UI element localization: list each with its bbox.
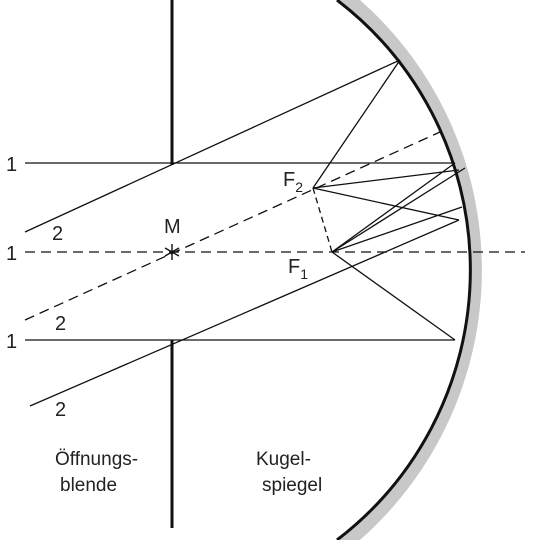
label-ray-2-middle: 2 — [55, 313, 66, 335]
ray-reflected-lower — [331, 167, 466, 253]
spherical-mirror-body — [337, 0, 482, 540]
ray-2-middle-reflected — [312, 169, 460, 189]
ray-2-middle-dashed — [24, 131, 441, 321]
ray-1-top-reflected — [331, 162, 456, 253]
oblique-rays — [24, 59, 460, 407]
label-ray-1-axis: 1 — [6, 243, 17, 265]
caption-aperture-line-1: Öffnungs- — [55, 449, 138, 470]
focal-surface-segment — [312, 187, 333, 253]
ray-2-top-reflected — [312, 59, 401, 189]
ray-reflected-to-f1 — [331, 206, 463, 253]
caption-mirror-line-1: Kugel- — [256, 449, 311, 470]
label-ray-2-bottom: 2 — [55, 399, 66, 421]
label-ray-2-top: 2 — [52, 223, 63, 245]
ray-2-bottom-reflected — [312, 187, 460, 221]
label-center-m: M — [164, 216, 181, 238]
label-ray-1-bottom: 1 — [6, 331, 17, 353]
parallel-rays — [25, 162, 456, 341]
spherical-mirror-surface — [336, 0, 472, 540]
caption-mirror-line-2: spiegel — [262, 475, 322, 496]
ray-1-bottom-reflected — [331, 251, 456, 341]
caption-aperture-line-2: blende — [60, 475, 117, 496]
center-point-marker — [164, 244, 180, 260]
ray-2-top-incident — [24, 59, 401, 233]
label-focus-f2: F2 — [283, 169, 303, 195]
ray-2-bottom-incident — [29, 219, 460, 407]
label-ray-1-top: 1 — [6, 154, 17, 176]
label-focus-f1: F1 — [288, 256, 308, 282]
